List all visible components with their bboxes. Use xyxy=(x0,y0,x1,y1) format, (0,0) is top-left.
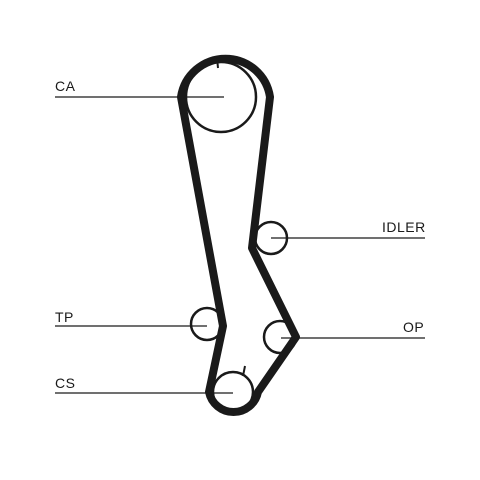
label-cs: CS xyxy=(55,375,76,391)
label-tp: TP xyxy=(55,309,74,325)
crankshaft-pulley xyxy=(211,370,255,414)
camshaft-timing-mark xyxy=(216,57,219,69)
label-ca: CA xyxy=(55,78,76,94)
label-idler: IDLER xyxy=(382,219,426,235)
crankshaft-timing-mark xyxy=(242,365,246,377)
tensioner-pulley xyxy=(189,306,225,342)
timing-belt xyxy=(177,54,300,416)
label-op: OP xyxy=(403,319,425,335)
oil-pump-pulley xyxy=(262,319,298,355)
